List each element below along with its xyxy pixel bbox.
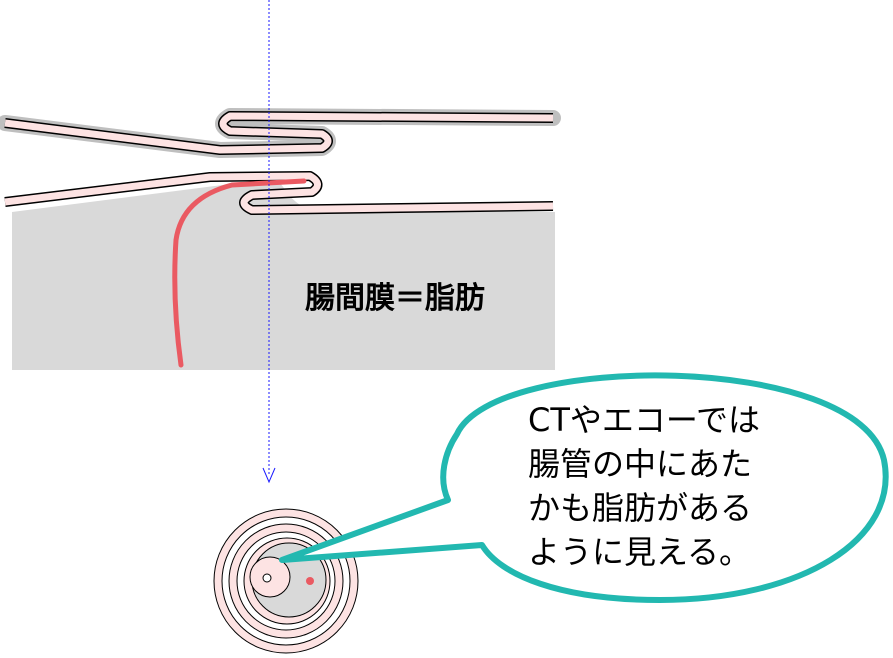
bubble-line-2: 腸管の中にあた bbox=[528, 445, 752, 483]
bubble-line-3: かも脂肪がある bbox=[528, 489, 752, 527]
bubble-line-4: ように見える。 bbox=[528, 533, 751, 571]
mesenteric-vessel bbox=[172, 178, 307, 368]
scan-arrow-head bbox=[262, 467, 276, 484]
mesentery-label: 腸間膜＝脂肪 bbox=[305, 281, 485, 316]
speech-bubble: CTやエコーでは 腸管の中にあた かも脂肪がある ように見える。 bbox=[279, 372, 889, 603]
bubble-line-1: CTやエコーでは bbox=[528, 401, 760, 439]
inner-lumen-center bbox=[262, 573, 272, 583]
mesentery-fat-block bbox=[12, 183, 555, 370]
upper-bowel-wall bbox=[0, 108, 561, 158]
lower-bowel-wall bbox=[4, 171, 554, 215]
vessel-dot bbox=[306, 577, 314, 585]
cross-section bbox=[213, 508, 359, 654]
